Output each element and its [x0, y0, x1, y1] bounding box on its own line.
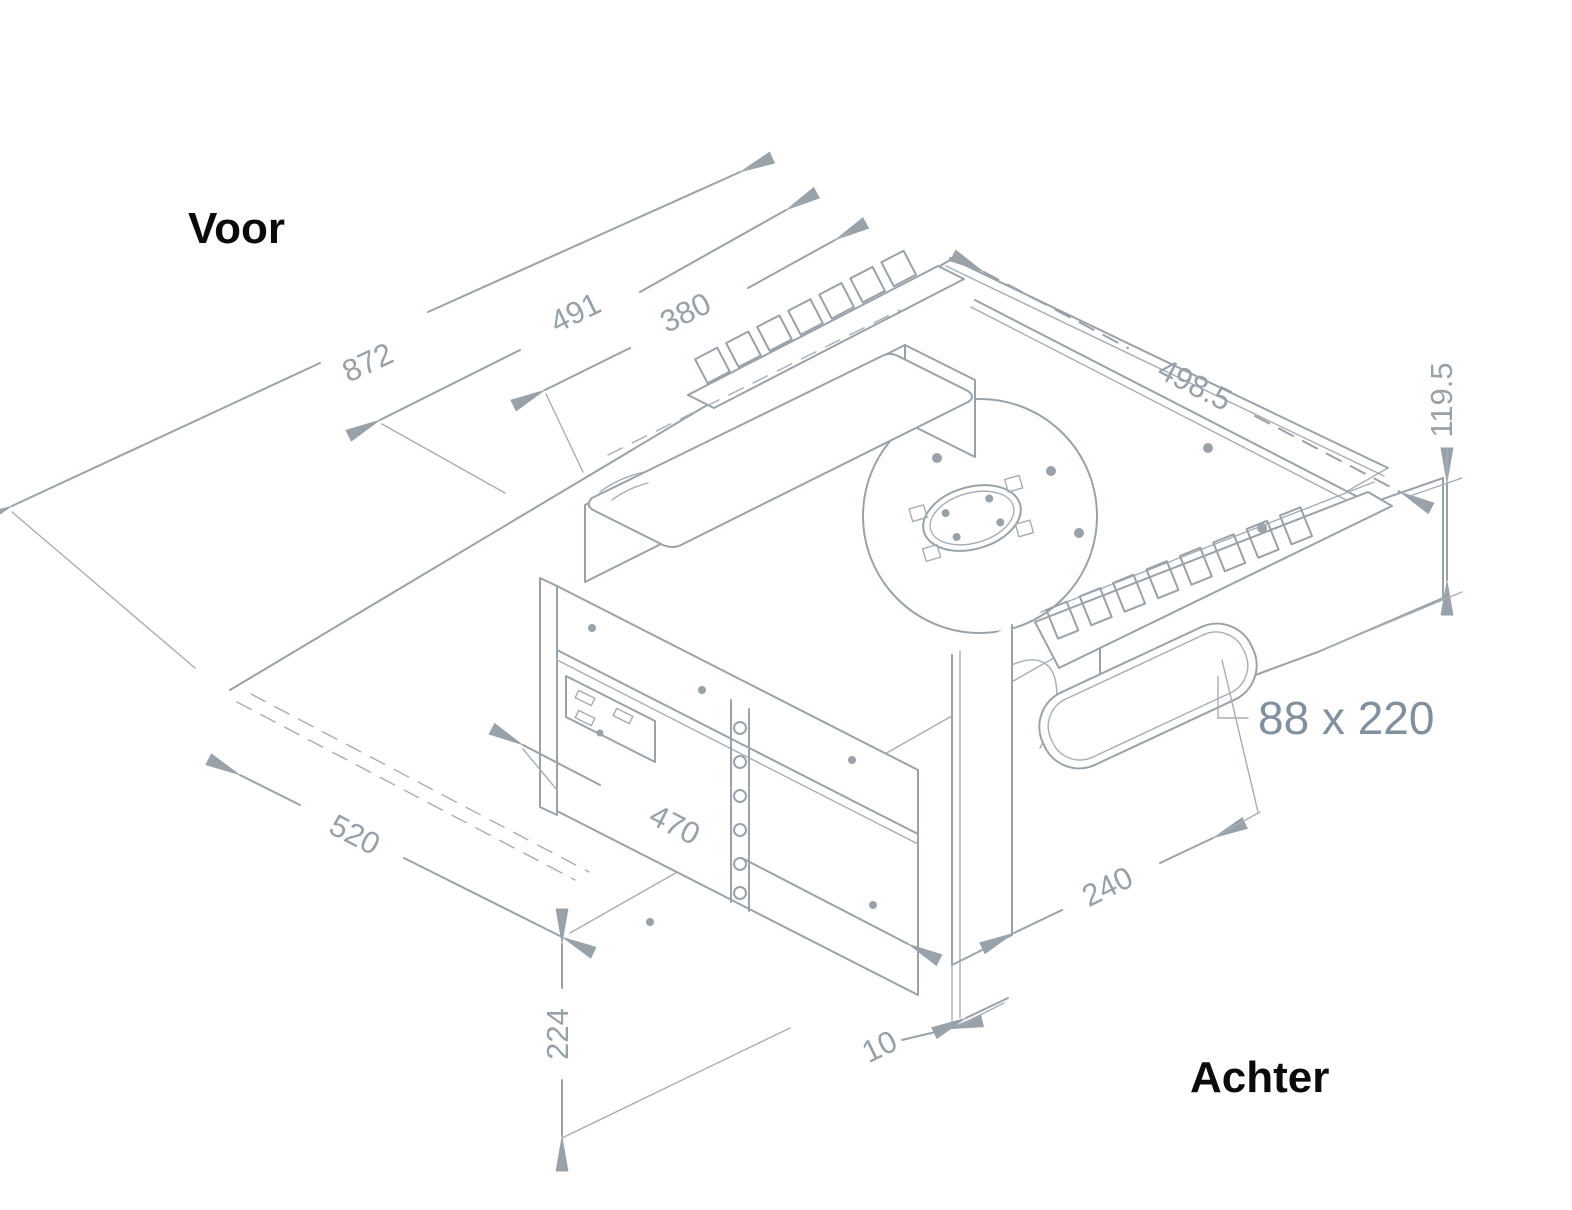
mounting-bracket — [565, 675, 656, 763]
dimension-left-depth: 520 — [205, 753, 597, 959]
dim-520: 520 — [324, 807, 386, 862]
dim-240: 240 — [1076, 859, 1138, 913]
dimension-overall-width: 872 — [0, 151, 776, 669]
fan-motor-mount — [908, 474, 1035, 563]
dim-872: 872 — [337, 336, 399, 390]
back-vent-holes — [694, 249, 918, 385]
front-label: Voor — [188, 204, 285, 253]
dim-119-5: 119.5 — [1424, 362, 1459, 437]
dimension-frame-height: 119.5 — [1321, 362, 1463, 651]
duct-size-callout: 88 x 220 — [1217, 676, 1434, 744]
front-vent-holes — [1045, 506, 1313, 640]
hidden-edge-above-rail — [607, 309, 901, 456]
panel-screws — [588, 624, 877, 926]
dim-380: 380 — [654, 285, 716, 339]
back-label: Achter — [1190, 1053, 1329, 1102]
dimension-duct-gap: 10 — [856, 997, 1009, 1070]
dim-10: 10 — [856, 1023, 902, 1070]
dimension-duct-offset: 240 — [979, 811, 1261, 955]
extraction-tower — [584, 344, 976, 583]
dimension-under-depth: 224 — [540, 908, 791, 1172]
flat-duct-88x220 — [1011, 622, 1259, 813]
dim-224: 224 — [540, 1008, 575, 1060]
fan-scroll-circle — [862, 398, 1098, 634]
lower-housing — [539, 577, 919, 996]
dim-491: 491 — [544, 285, 606, 339]
hidden-edge-dashed — [236, 701, 576, 881]
screw-strip-holes — [733, 721, 747, 900]
duct-size-label: 88 x 220 — [1258, 692, 1434, 744]
vertical-duct — [951, 624, 1013, 1025]
